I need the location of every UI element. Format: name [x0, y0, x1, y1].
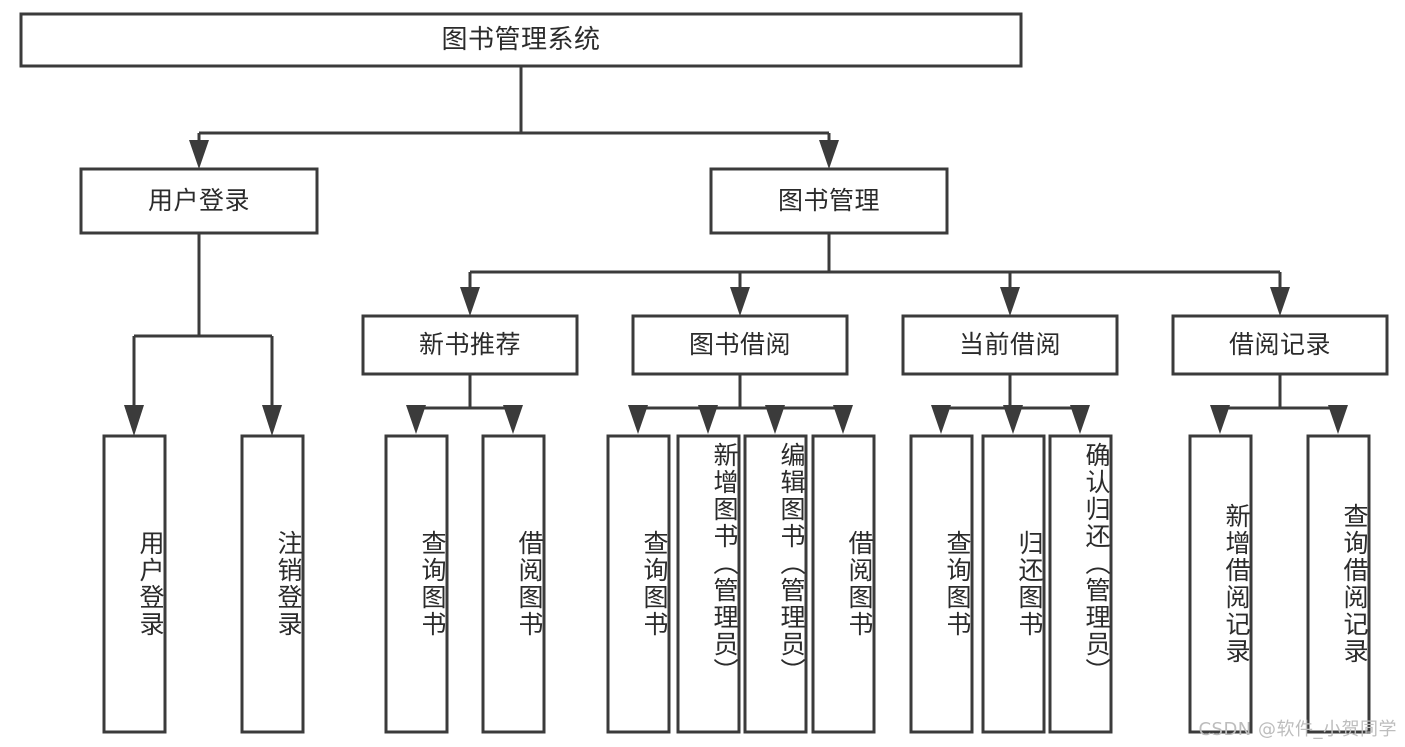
arrowhead-user-login [189, 140, 209, 169]
arrowhead-leaf-0 [124, 405, 144, 436]
node-box-leaf-1[interactable] [240, 434, 305, 734]
node-box-new-book-recommend[interactable] [361, 314, 579, 376]
arrowhead-book-management [819, 140, 839, 169]
arrowhead-leaf-10 [1070, 405, 1090, 434]
node-box-leaf-12[interactable] [1306, 434, 1371, 734]
node-box-current-borrow[interactable] [901, 314, 1119, 376]
arrowhead-leaf-8 [931, 405, 951, 434]
node-box-leaf-7[interactable] [811, 434, 876, 734]
node-box-leaf-6[interactable] [743, 434, 808, 734]
arrowhead-leaf-2 [406, 405, 426, 434]
arrowhead-leaf-7 [833, 405, 853, 434]
arrowhead-leaf-1 [262, 405, 282, 436]
node-box-leaf-11[interactable] [1188, 434, 1253, 734]
arrowhead-leaf-6 [765, 405, 785, 434]
node-box-borrow-record[interactable] [1171, 314, 1389, 376]
node-box-book-management[interactable] [709, 167, 949, 235]
node-box-book-borrow[interactable] [631, 314, 849, 376]
node-box-leaf-0[interactable] [102, 434, 167, 734]
arrowhead-leaf-3 [503, 405, 523, 434]
node-box-leaf-2[interactable] [384, 434, 449, 734]
arrowhead-new-book-recommend [460, 287, 480, 316]
arrowhead-current-borrow [1000, 287, 1020, 316]
arrowhead-leaf-12 [1328, 405, 1348, 434]
arrowhead-leaf-9 [1003, 405, 1023, 434]
node-box-root[interactable] [19, 12, 1023, 68]
node-box-leaf-4[interactable] [606, 434, 671, 734]
arrowhead-leaf-5 [698, 405, 718, 434]
node-box-leaf-5[interactable] [676, 434, 741, 734]
arrowhead-leaf-11 [1210, 405, 1230, 434]
node-box-user-login[interactable] [79, 167, 319, 235]
node-box-leaf-10[interactable] [1048, 434, 1113, 734]
arrowhead-borrow-record [1270, 287, 1290, 316]
arrowhead-book-borrow [730, 287, 750, 316]
arrowhead-leaf-4 [628, 405, 648, 434]
node-box-leaf-8[interactable] [909, 434, 974, 734]
node-box-leaf-9[interactable] [981, 434, 1046, 734]
node-box-leaf-3[interactable] [481, 434, 546, 734]
